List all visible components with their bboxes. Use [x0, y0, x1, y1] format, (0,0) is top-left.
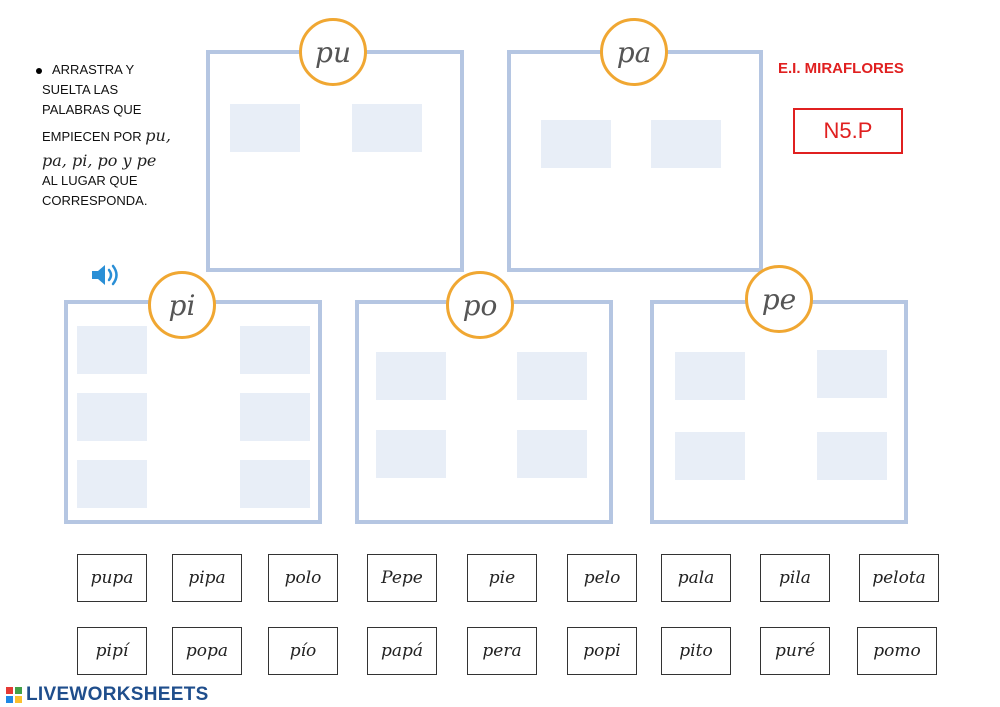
word-tile[interactable]: pelota — [859, 554, 939, 602]
drop-slot[interactable] — [240, 460, 310, 508]
drop-slot[interactable] — [230, 104, 300, 152]
drop-slot[interactable] — [240, 393, 310, 441]
word-tile[interactable]: pito — [661, 627, 731, 675]
instruction-cursive-syllables: pa, pi, po y pe — [42, 151, 157, 170]
drop-zone-pu[interactable] — [206, 50, 464, 272]
word-tile[interactable]: pomo — [857, 627, 937, 675]
word-tile[interactable]: pío — [268, 627, 338, 675]
drop-slot[interactable] — [675, 352, 745, 400]
drop-slot[interactable] — [77, 326, 147, 374]
drop-slot[interactable] — [817, 432, 887, 480]
instruction-line-3: PALABRAS QUE — [42, 102, 142, 117]
word-tile[interactable]: polo — [268, 554, 338, 602]
drop-slot[interactable] — [817, 350, 887, 398]
drop-slot[interactable] — [651, 120, 721, 168]
word-tile[interactable]: Pepe — [367, 554, 437, 602]
logo-icon — [6, 687, 22, 703]
word-tile[interactable]: pera — [467, 627, 537, 675]
drop-slot[interactable] — [240, 326, 310, 374]
word-tile[interactable]: puré — [760, 627, 830, 675]
word-tile[interactable]: popa — [172, 627, 242, 675]
instruction-line-1: ARRASTRA Y — [52, 62, 135, 77]
instruction-line-6: AL LUGAR QUE — [42, 173, 138, 188]
word-tile[interactable]: papá — [367, 627, 437, 675]
drop-zone-po[interactable] — [355, 300, 613, 524]
word-tile[interactable]: pipí — [77, 627, 147, 675]
speaker-icon[interactable] — [90, 262, 126, 288]
syllable-badge-pe: pe — [745, 265, 813, 333]
drop-slot[interactable] — [675, 432, 745, 480]
drop-slot[interactable] — [517, 430, 587, 478]
bullet-icon — [36, 67, 42, 74]
drop-slot[interactable] — [77, 460, 147, 508]
word-tile[interactable]: pupa — [77, 554, 147, 602]
instruction-line-4: EMPIECEN POR — [42, 129, 146, 144]
word-tile[interactable]: pipa — [172, 554, 242, 602]
syllable-badge-pi: pi — [148, 271, 216, 339]
syllable-badge-pa: pa — [600, 18, 668, 86]
liveworksheets-logo[interactable]: LIVEWORKSHEETS — [6, 684, 209, 706]
drop-slot[interactable] — [376, 352, 446, 400]
word-tile[interactable]: pie — [467, 554, 537, 602]
drop-slot[interactable] — [352, 104, 422, 152]
logo-text: LIVEWORKSHEETS — [26, 684, 209, 705]
instruction-line-7: CORRESPONDA. — [42, 193, 148, 208]
class-code: N5.P — [793, 108, 903, 154]
syllable-badge-pu: pu — [299, 18, 367, 86]
instructions-text: ARRASTRA Y SUELTA LAS PALABRAS QUE EMPIE… — [36, 60, 196, 211]
word-tile[interactable]: popi — [567, 627, 637, 675]
syllable-badge-po: po — [446, 271, 514, 339]
drop-slot[interactable] — [517, 352, 587, 400]
instruction-cursive-pu: pu, — [145, 126, 171, 145]
word-tile[interactable]: pila — [760, 554, 830, 602]
drop-zone-pe[interactable] — [650, 300, 908, 524]
word-tile[interactable]: pala — [661, 554, 731, 602]
drop-slot[interactable] — [376, 430, 446, 478]
word-tile[interactable]: pelo — [567, 554, 637, 602]
drop-slot[interactable] — [541, 120, 611, 168]
drop-zone-pi[interactable] — [64, 300, 322, 524]
instruction-line-2: SUELTA LAS — [42, 82, 119, 97]
school-name: E.I. MIRAFLORES — [778, 60, 904, 77]
drop-slot[interactable] — [77, 393, 147, 441]
